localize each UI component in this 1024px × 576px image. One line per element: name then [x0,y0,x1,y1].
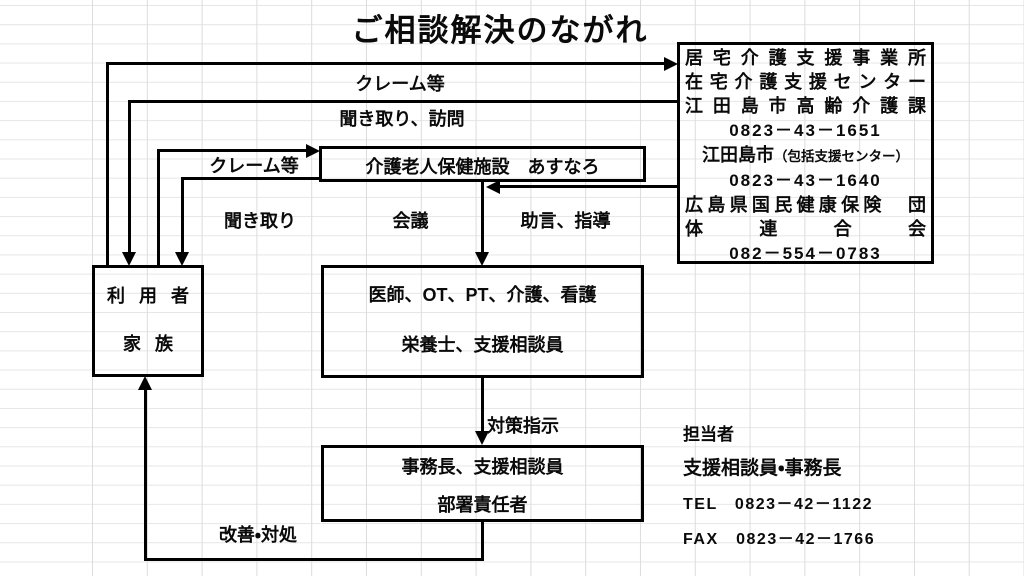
manager-line-1: 事務長、支援相談員 [401,457,564,477]
contact-organizations-box: 居宅介護支援事業所 在宅介護支援センター 江田島市高齢介護課 0823－43－1… [677,42,934,264]
contact-line-home-support-center: 在宅介護支援センター [685,72,926,93]
label-interview-visit: 聞き取り、訪問 [339,109,465,129]
page-title: ご相談解決のながれ [351,13,649,48]
care-facility-box: 介護老人保健施設 あすなろ [319,146,646,182]
manager-line-2: 部署責任者 [437,495,528,515]
edge-interview-horizontal [181,177,322,180]
contact-phone-1: 0823－43－1651 [729,120,882,140]
staff-line-2: 栄養士、支援相談員 [401,335,564,355]
arrowhead-interview-visit-icon [122,252,136,266]
label-advice: 助言、指導 [520,211,611,231]
edge-interview-visit-horizontal [128,100,678,103]
edge-meeting-vertical [481,180,484,253]
arrowhead-claim-mid-icon [306,144,320,158]
edge-interview-vertical [181,177,184,253]
label-meeting: 会議 [392,211,429,231]
contact-city-paren: （包括支援センター） [774,148,909,164]
edge-improvement-vertical-left [144,389,147,561]
contact-city-name: 江田島市 [702,144,774,165]
edge-improvement-horizontal [144,558,484,561]
edge-claim-mid-horizontal [157,149,306,152]
user-label: 利用者 [107,286,189,306]
contact-fax: FAX 0823－42－1766 [683,531,876,548]
label-interview: 聞き取り [224,211,296,231]
arrowhead-improvement-icon [138,376,152,390]
label-improvement: 改善・対処 [218,525,298,545]
arrowhead-claim-top-icon [664,57,678,71]
label-claim-mid: クレーム等 [209,156,299,176]
edge-claim-top-vertical [106,62,109,267]
arrowhead-interview-icon [175,252,189,266]
contact-line-city-comprehensive-center: 江田島市（包括支援センター） [685,143,926,169]
contact-line-insurance-federation-1: 広島県国民健康保険 団 [685,195,926,216]
contact-phone-3: 082－554－0783 [729,243,882,263]
staff-line-1: 医師、OT、PT、介護、看護 [368,285,597,305]
contact-person-name: 支援相談員・事務長 [683,458,842,479]
edge-improvement-vertical-right [481,520,484,561]
manager-box: 事務長、支援相談員 部署責任者 [321,445,644,522]
edge-advice-horizontal [499,185,678,188]
edge-interview-visit-vertical [128,100,131,252]
contact-person-heading: 担当者 [683,425,734,444]
gridlines-vertical [92,0,1024,576]
arrowhead-meeting-icon [475,252,489,266]
contact-line-city-elderly-care-division: 江田島市高齢介護課 [685,96,926,117]
label-countermeasure: 対策指示 [487,416,559,436]
edge-countermeasure-vertical [481,376,484,433]
contact-tel: TEL 0823－42－1122 [683,496,874,513]
user-family-box: 利用者 家族 [92,265,204,377]
edge-claim-mid-vertical [157,149,160,267]
family-label: 家族 [123,334,173,354]
staff-team-box: 医師、OT、PT、介護、看護 栄養士、支援相談員 [321,265,644,378]
contact-line-home-care-office: 居宅介護支援事業所 [685,48,926,68]
arrowhead-countermeasure-icon [475,431,489,445]
edge-claim-top-horizontal [106,62,664,65]
label-claim-top: クレーム等 [355,74,445,94]
contact-phone-2: 0823－43－1640 [729,171,882,191]
contact-line-insurance-federation-2: 体 連 合 会 [685,219,926,240]
care-facility-label: 介護老人保健施設 あすなろ [365,157,600,177]
arrowhead-advice-icon [486,180,500,194]
